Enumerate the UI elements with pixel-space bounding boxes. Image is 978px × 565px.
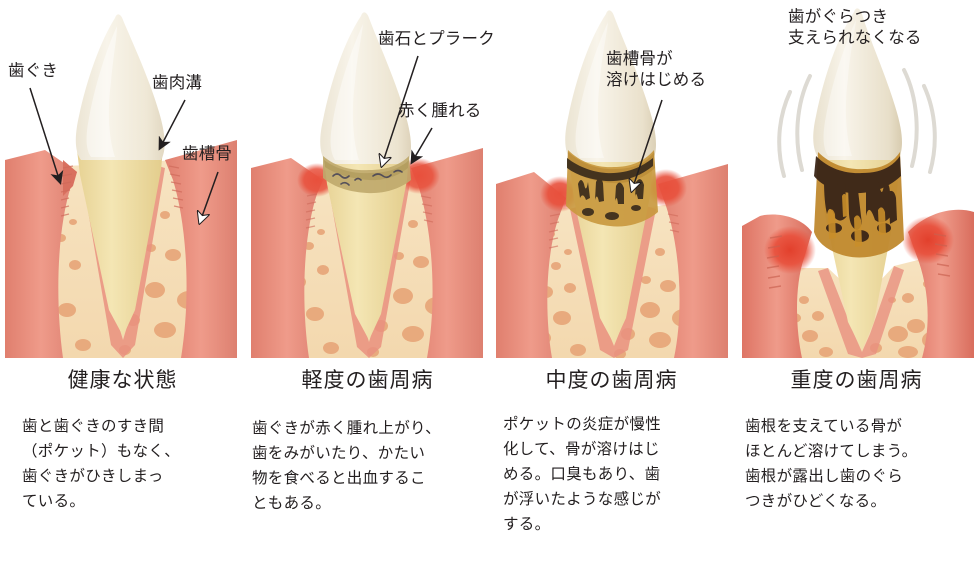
stage-title-healthy: 健康な状態: [67, 368, 178, 392]
illustration-severe: [742, 0, 974, 358]
description-row: 歯と歯ぐきのすき間 （ポケット）もなく、 歯ぐきがひきしまっ ている。 歯ぐきが…: [0, 414, 978, 564]
label-alveolar-bone: 歯槽骨: [182, 144, 233, 163]
stage-title-moderate: 中度の歯周病: [545, 368, 678, 392]
label-gingival-sulcus: 歯肉溝: [152, 73, 203, 92]
label-tooth-mobility: 歯がぐらつき 支えられなくなる: [788, 7, 922, 47]
stage-title-row: 健康な状態 軽度の歯周病 中度の歯周病 重度の歯周病: [0, 360, 978, 404]
illustration-healthy: [5, 0, 237, 358]
description-healthy: 歯と歯ぐきのすき間 （ポケット）もなく、 歯ぐきがひきしまっ ている。: [22, 417, 181, 510]
illustration-strip: 歯ぐき 歯肉溝 歯槽骨 歯石とプラーク 赤く腫れる 歯槽骨が 溶けはじめる 歯が…: [5, 0, 974, 358]
label-bone-resorption: 歯槽骨が 溶けはじめる: [606, 49, 707, 89]
label-red-swelling: 赤く腫れる: [398, 101, 482, 120]
description-moderate: ポケットの炎症が慢性 化して、骨が溶けはじ める。口臭もあり、歯 が浮いたような…: [503, 415, 662, 533]
stage-title-mild: 軽度の歯周病: [301, 368, 434, 392]
description-mild: 歯ぐきが赤く腫れ上がり、 歯をみがいたり、かたい 物を食べると出血するこ ともあ…: [252, 419, 441, 512]
description-severe: 歯根を支えている骨が ほとんど溶けてしまう。 歯根が露出し歯のぐら つきがひどく…: [745, 417, 918, 510]
label-gum: 歯ぐき: [8, 61, 59, 80]
illustration-mild: [251, 0, 483, 358]
label-tartar-and-plaque: 歯石とプラーク: [378, 29, 495, 48]
stage-title-severe: 重度の歯周病: [790, 368, 923, 392]
